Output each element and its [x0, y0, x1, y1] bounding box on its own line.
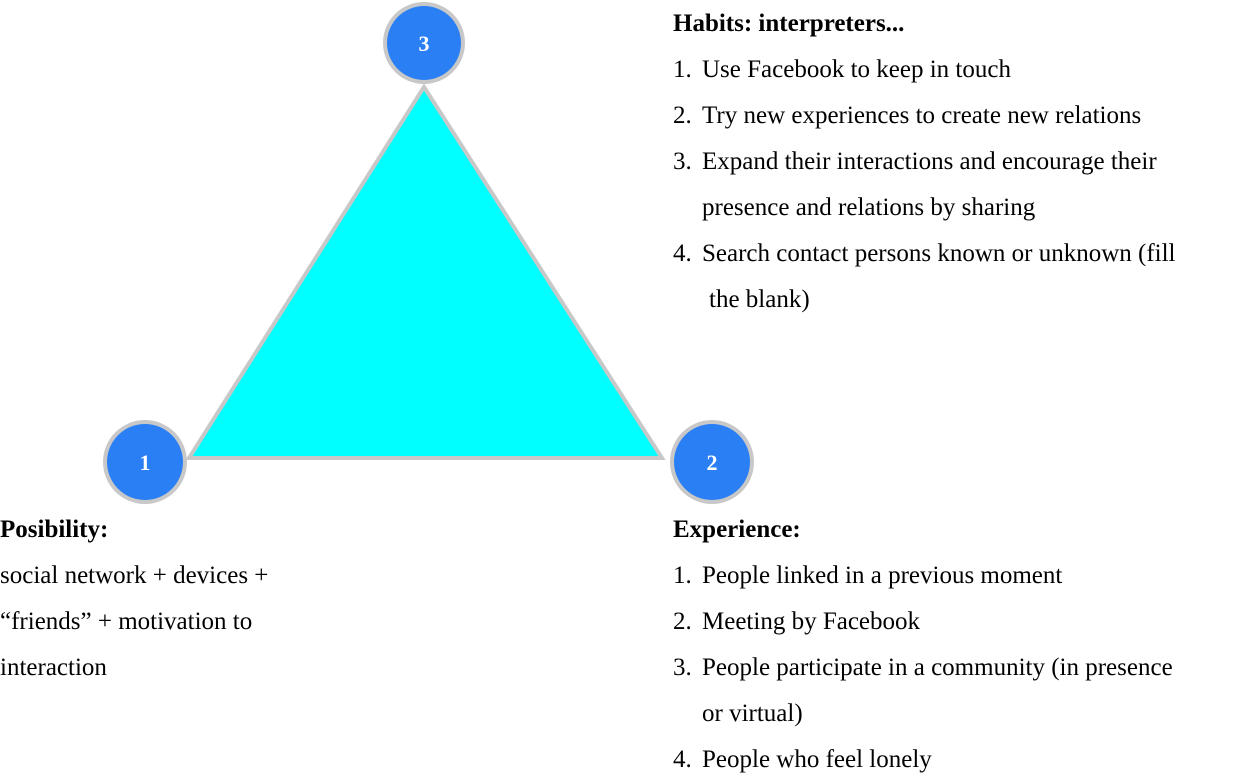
habits-item-3: 3. Expand their interactions and encoura…	[673, 139, 1253, 231]
list-number: 3.	[673, 148, 692, 175]
node-2-circle	[674, 424, 750, 500]
habits-item-1: 1. Use Facebook to keep in touch	[673, 47, 1253, 93]
list-text: Use Facebook to keep in touch	[702, 56, 1011, 83]
list-text: Meeting by Facebook	[702, 608, 921, 635]
habits-text-block: Habits: interpreters... 1. Use Facebook …	[673, 1, 1253, 323]
node-1: 1	[103, 420, 187, 504]
experience-item-2: 2. Meeting by Facebook	[673, 599, 1253, 645]
node-1-circle	[107, 424, 183, 500]
list-text: People who feel lonely	[702, 746, 932, 773]
possibility-line-3: interaction	[0, 654, 107, 681]
list-number: 2.	[673, 102, 692, 129]
list-text-line-2: presence and relations by sharing	[702, 194, 1036, 221]
list-text: Try new experiences to create new relati…	[702, 102, 1142, 129]
list-text-line-2: the blank)	[709, 286, 810, 313]
habits-item-2: 2. Try new experiences to create new rel…	[673, 93, 1253, 139]
node-2-label: 2	[707, 450, 718, 475]
habits-item-4: 4. Search contact persons known or unkno…	[673, 231, 1253, 323]
list-text-line-1: People participate in a community (in pr…	[702, 654, 1173, 681]
node-3-label: 3	[419, 31, 430, 56]
node-2: 2	[670, 420, 754, 504]
list-text-line-1: Search contact persons known or unknown …	[702, 240, 1176, 267]
list-number: 4.	[673, 746, 692, 773]
experience-item-1: 1. People linked in a previous moment	[673, 553, 1253, 599]
possibility-heading: Posibility:	[0, 516, 109, 543]
experience-heading: Experience:	[673, 516, 801, 543]
list-text-line-1: Expand their interactions and encourage …	[702, 148, 1157, 175]
experience-text-block: Experience: 1. People linked in a previo…	[673, 507, 1253, 783]
node-3: 3	[383, 2, 465, 84]
list-text-line-2: or virtual)	[702, 700, 803, 727]
experience-item-4: 4. People who feel lonely	[673, 737, 1253, 783]
list-number: 1.	[673, 56, 692, 83]
possibility-line-2: “friends” + motivation to	[0, 608, 253, 635]
habits-heading: Habits: interpreters...	[673, 10, 905, 37]
node-1-label: 1	[140, 450, 151, 475]
triangle-shape	[185, 83, 666, 460]
possibility-text-block: Posibility: social network + devices + “…	[0, 507, 360, 691]
list-text: People linked in a previous moment	[702, 562, 1063, 589]
possibility-line-1: social network + devices +	[0, 562, 269, 589]
list-number: 1.	[673, 562, 692, 589]
list-number: 3.	[673, 654, 692, 681]
experience-item-3: 3. People participate in a community (in…	[673, 645, 1253, 737]
list-number: 4.	[673, 240, 692, 267]
list-number: 2.	[673, 608, 692, 635]
node-3-circle	[387, 6, 461, 80]
